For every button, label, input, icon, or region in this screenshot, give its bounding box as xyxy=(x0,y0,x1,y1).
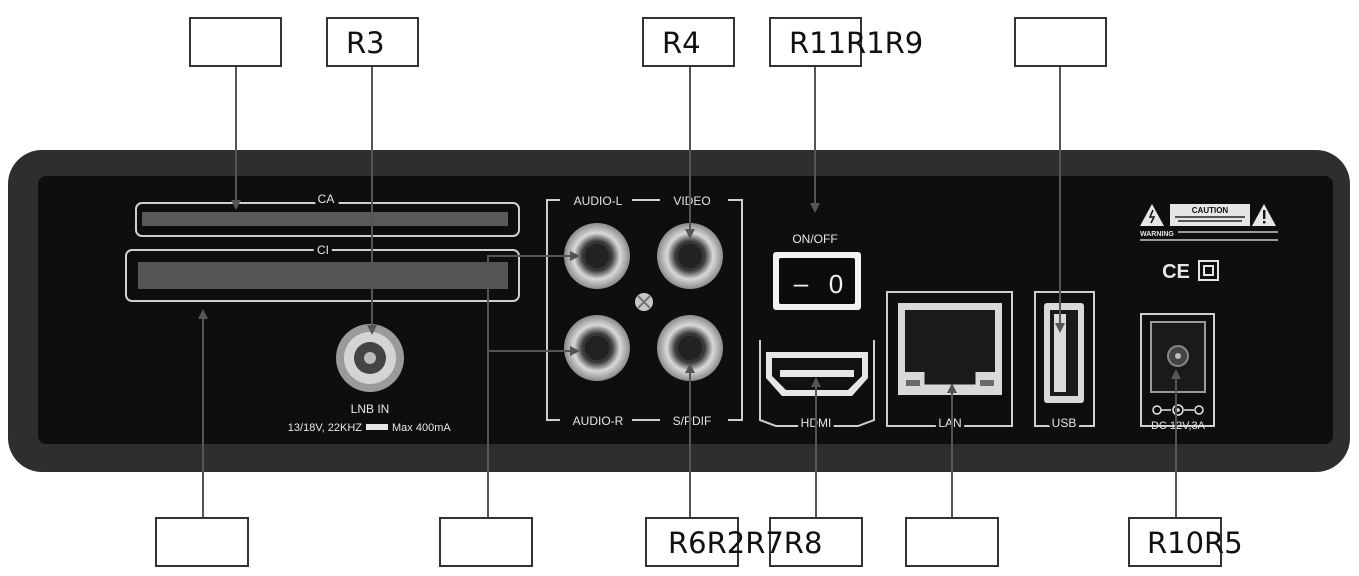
ci-label: CI xyxy=(317,243,329,257)
caution-label: CAUTION xyxy=(1192,206,1229,215)
callout-top-1 xyxy=(189,17,282,67)
lnb-spec-left: 13/18V, 22KHZ xyxy=(288,422,362,434)
double-insulation-icon xyxy=(1198,260,1219,281)
callout-top-4: R11R1R9 xyxy=(769,17,923,67)
usb-label: USB xyxy=(1052,416,1077,430)
onoff-label: ON/OFF xyxy=(792,232,837,246)
spdif-label: S/PDIF xyxy=(673,414,712,428)
audio-l-label: AUDIO-L xyxy=(574,194,623,208)
av-jack-group: AUDIO-L VIDEO AUDIO-R S/PDIF xyxy=(546,194,743,428)
usb-port: USB xyxy=(1034,291,1095,434)
callout-bottom-5: R10R5 xyxy=(1128,517,1243,567)
callout-bottom-5-text: R10R5 xyxy=(1147,526,1243,560)
audio-l-jack xyxy=(564,223,630,289)
callout-bottom-3: R6R2R7R8 xyxy=(645,517,863,567)
switch-minus: – xyxy=(794,268,809,298)
ca-label: CA xyxy=(318,192,335,206)
callout-top-5 xyxy=(1014,17,1107,67)
lnb-spec-right: Max 400mA xyxy=(392,422,451,434)
audio-r-jack xyxy=(564,315,630,381)
callout-bottom-4 xyxy=(905,517,999,567)
lnb-in-connector: LNB IN 13/18V, 22KHZ Max 400mA xyxy=(288,324,451,434)
callout-top-2-text: R3 xyxy=(346,26,385,60)
ce-mark: CE xyxy=(1162,261,1190,283)
audio-r-label: AUDIO-R xyxy=(573,414,624,428)
lan-port: LAN xyxy=(886,291,1013,434)
callout-top-3-text: R4 xyxy=(662,26,701,60)
lan-label: LAN xyxy=(938,416,961,430)
callout-top-2: R3 xyxy=(326,17,419,67)
device-case xyxy=(8,150,1350,472)
dc-polarity-icon xyxy=(1152,404,1204,416)
callouts-bottom: R6R2R7R8 R10R5 xyxy=(155,517,1243,567)
callouts-top: R3 R4 R11R1R9 xyxy=(189,17,1107,67)
lnb-label: LNB IN xyxy=(351,402,390,416)
leader-bottom-2 xyxy=(487,251,580,518)
video-jack xyxy=(657,223,723,289)
lnb-spec-bar xyxy=(366,424,388,430)
ci-slot: CI xyxy=(125,239,520,302)
spdif-jack xyxy=(657,315,723,381)
ca-slot: CA xyxy=(135,188,520,237)
callout-bottom-3-text: R6R2R7R8 xyxy=(668,526,822,560)
dc-label: DC 12V,3A xyxy=(1151,420,1206,432)
screw-icon xyxy=(635,293,653,311)
callout-top-4-text: R11R1R9 xyxy=(789,26,923,60)
callout-bottom-1 xyxy=(155,517,249,567)
leader-lines xyxy=(198,66,1181,518)
callout-top-3: R4 xyxy=(642,17,735,67)
callout-bottom-2 xyxy=(439,517,533,567)
dc-power-jack: DC 12V,3A xyxy=(1140,313,1215,432)
exclamation-triangle-icon xyxy=(1252,204,1276,226)
warning-label: WARNING xyxy=(1140,231,1174,238)
power-switch: ON/OFF – 0 xyxy=(773,232,861,310)
caution-block: CAUTION WARNING CE xyxy=(1140,204,1278,283)
warning-triangle-icon xyxy=(1140,204,1164,226)
switch-zero: 0 xyxy=(829,269,843,299)
video-label: VIDEO xyxy=(673,194,710,208)
